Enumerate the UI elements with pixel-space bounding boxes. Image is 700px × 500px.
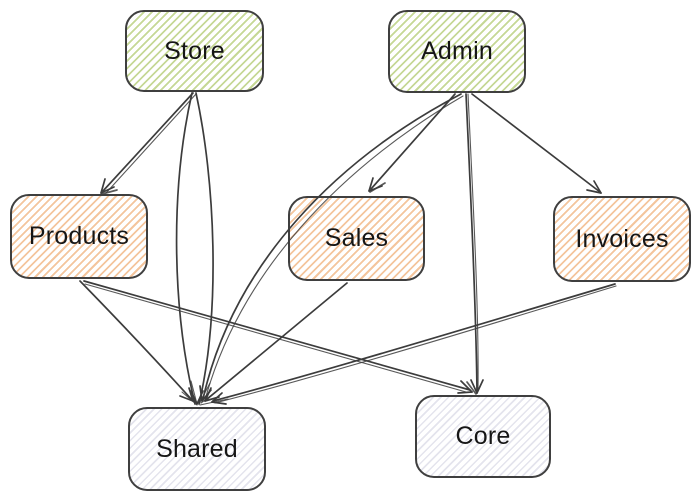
edge-admin-sales: [368, 93, 456, 193]
node-store: Store: [125, 10, 264, 92]
edge-store-products: [100, 92, 197, 195]
node-admin-label: Admin: [421, 37, 493, 65]
node-products: Products: [10, 194, 148, 279]
node-shared: Shared: [128, 407, 266, 491]
shared-arrow-cluster-strokes: [181, 380, 229, 406]
edge-products-shared: [79, 280, 194, 402]
node-invoices-label: Invoices: [575, 224, 669, 253]
edge-admin-invoices: [471, 93, 602, 194]
edge-admin-core: [465, 93, 484, 395]
node-admin: Admin: [388, 10, 526, 93]
edge-invoices-shared: [211, 283, 617, 405]
edge-store-shared: [175, 92, 214, 405]
node-store-label: Store: [164, 36, 225, 65]
edge-products-core: [83, 280, 473, 394]
node-products-label: Products: [28, 222, 130, 250]
node-sales: Sales: [288, 196, 425, 281]
node-core: Core: [415, 395, 551, 478]
node-sales-label: Sales: [324, 224, 389, 252]
node-core-label: Core: [455, 422, 511, 450]
edge-sales-shared: [204, 282, 348, 402]
node-invoices: Invoices: [553, 196, 691, 282]
node-shared-label: Shared: [156, 434, 238, 463]
